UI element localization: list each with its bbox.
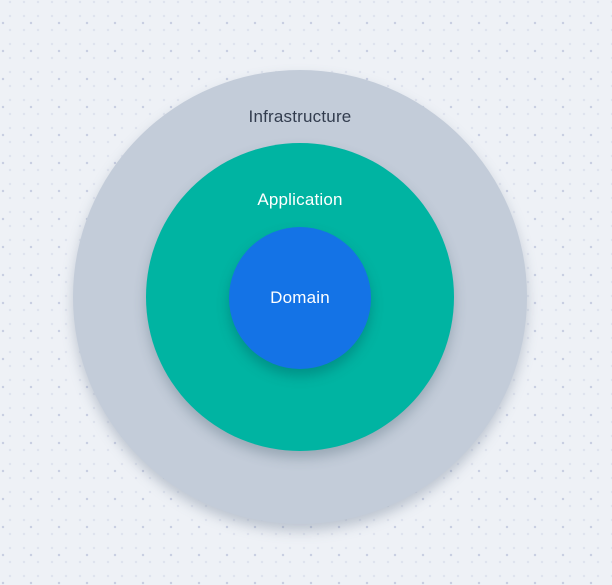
layer-label-application: Application [257, 190, 343, 209]
layer-label-domain: Domain [270, 288, 330, 307]
layer-label-infrastructure: Infrastructure [248, 107, 352, 126]
layer-circle-domain: Domain [229, 227, 371, 369]
layer-circle-application: Application Domain [146, 143, 454, 451]
layer-circle-infrastructure: Infrastructure Application Domain [73, 70, 527, 524]
